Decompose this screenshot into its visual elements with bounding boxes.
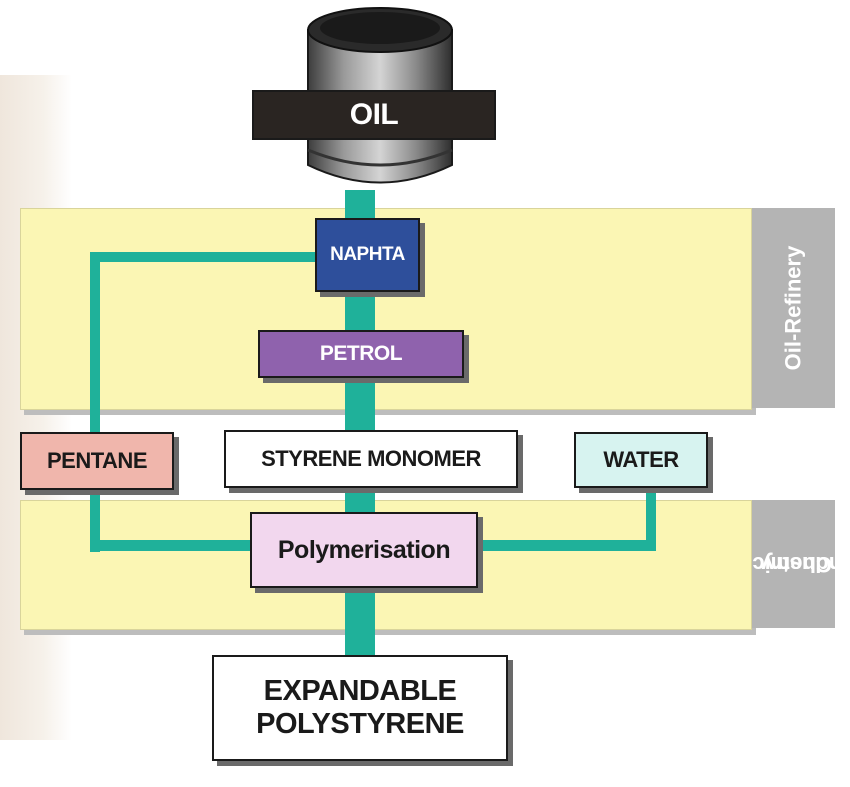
water-to-polymerisation-pipe-vertical <box>646 488 656 551</box>
chemical-label-line2: industry <box>761 552 835 577</box>
styrene-monomer-box: STYRENE MONOMER <box>224 430 518 488</box>
chemical-industry-zone-label: Chemical industry <box>752 500 835 628</box>
water-box: WATER <box>574 432 708 488</box>
pentane-to-polymerisation-pipe <box>90 540 260 551</box>
naphta-to-pentane-pipe-vertical <box>90 252 100 552</box>
water-to-polymerisation-pipe-horizontal <box>480 540 656 551</box>
naphta-to-pentane-pipe-horizontal <box>90 252 320 262</box>
output-line1: EXPANDABLE <box>263 675 457 707</box>
refinery-zone-label: Oil-Refinery <box>752 208 835 408</box>
oil-label: OIL <box>252 90 496 140</box>
polymerisation-box: Polymerisation <box>250 512 478 588</box>
oil-drum-icon <box>307 7 453 184</box>
expandable-polystyrene-box: EXPANDABLE POLYSTYRENE <box>212 655 508 761</box>
output-line2: POLYSTYRENE <box>256 708 464 740</box>
petrol-box: PETROL <box>258 330 464 378</box>
naphta-box: NAPHTA <box>315 218 420 292</box>
pentane-box: PENTANE <box>20 432 174 490</box>
